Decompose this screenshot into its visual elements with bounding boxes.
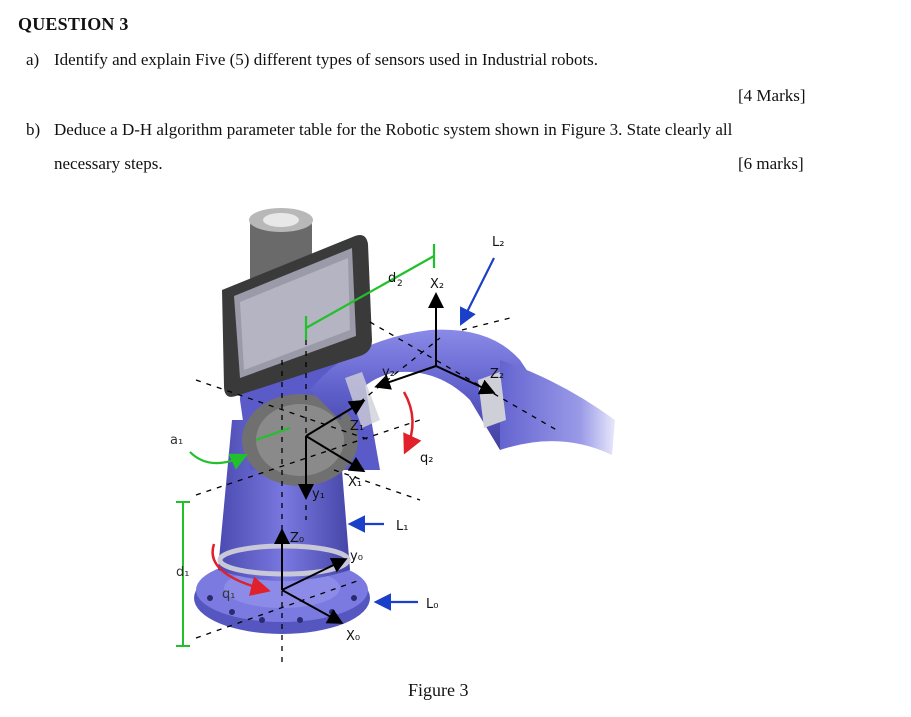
label-y1: y₁ [312, 487, 325, 502]
part-a-text: Identify and explain Five (5) different … [54, 50, 599, 69]
blue-arrows [347, 257, 495, 611]
label-x1: X₁ [348, 475, 362, 490]
label-x0: X₀ [346, 629, 360, 644]
part-a-label: a) [26, 50, 40, 69]
label-d2: d [388, 271, 396, 286]
label-L0: L₀ [426, 597, 438, 612]
label-z2: Z₂ [490, 367, 504, 382]
label-d1: d₁ [176, 565, 189, 580]
d1-bracket [176, 501, 190, 647]
robot-forearm [500, 360, 615, 455]
dashed-reference-lines [195, 317, 561, 668]
part-b-text-line1: Deduce a D-H algorithm parameter table f… [54, 120, 733, 139]
label-q2: q₂ [420, 451, 433, 466]
label-a1: a₁ [170, 433, 183, 448]
label-q1: q₁ [222, 587, 235, 602]
label-L2: L₂ [492, 235, 504, 250]
label-z1: Z₁ [350, 419, 364, 434]
red-rotation-arrows [211, 391, 422, 596]
coordinate-frames [274, 292, 496, 624]
part-a-marks: [4 Marks] [738, 86, 806, 105]
column-ring [217, 543, 351, 577]
question-title: QUESTION 3 [18, 14, 129, 34]
label-d2-sub: 2 [397, 279, 403, 289]
label-L1: L₁ [396, 519, 408, 534]
label-y0: y₀ [350, 549, 363, 564]
part-b-text-line2: necessary steps. [54, 154, 163, 173]
robot-tool-head [222, 208, 372, 397]
green-dimension-lines [189, 244, 436, 470]
label-y2: y₂ [382, 365, 395, 380]
label-z0: Z₀ [290, 531, 304, 546]
part-b-label: b) [26, 120, 41, 139]
robot-figure: L₂ d 2 X₂ y₂ Z₂ Z₁ q₂ X₁ y₁ a₁ L₁ Z₀ y₀ … [170, 208, 615, 668]
figure-caption: Figure 3 [408, 680, 469, 700]
label-x2: X₂ [430, 277, 444, 292]
part-b-marks: [6 marks] [738, 154, 804, 173]
